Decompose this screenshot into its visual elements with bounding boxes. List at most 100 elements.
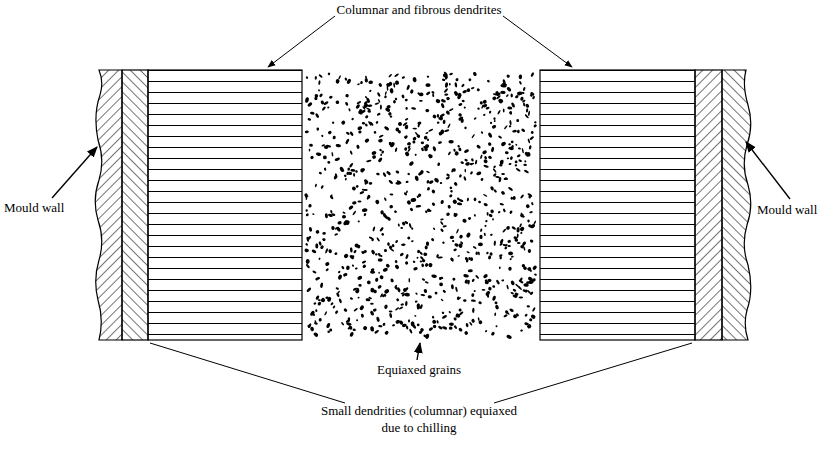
grain-dot <box>348 205 354 211</box>
grain-dot <box>509 120 512 125</box>
grain-dot <box>319 318 322 322</box>
grain-dot <box>490 209 495 214</box>
grain-dot <box>408 223 412 229</box>
grain-dot <box>521 148 524 154</box>
grain-dot <box>502 228 507 233</box>
leader-line <box>150 343 345 403</box>
grain-dot <box>531 131 534 134</box>
grain-dot <box>427 75 430 78</box>
grain-dot <box>495 325 497 327</box>
grain-dot <box>399 306 404 310</box>
grain-dot <box>312 270 317 274</box>
grain-dot <box>440 228 444 232</box>
grain-dot <box>487 279 491 282</box>
grain-dot <box>326 322 331 328</box>
grain-dot <box>372 289 377 293</box>
grain-dot <box>365 115 369 119</box>
grain-dot <box>335 79 339 84</box>
grain-dot <box>331 213 336 217</box>
grain-dot <box>443 88 448 94</box>
grain-dot <box>448 140 454 144</box>
grain-dot <box>305 209 308 212</box>
grain-dot <box>376 237 380 242</box>
grain-dot <box>380 104 382 109</box>
grain-dot <box>421 259 425 263</box>
grain-dot <box>363 179 369 185</box>
grain-dot <box>456 94 461 100</box>
grain-dot <box>442 289 446 293</box>
grain-dot <box>327 130 332 135</box>
grain-dot <box>343 174 346 177</box>
grain-dot <box>498 98 504 104</box>
grain-dot <box>329 195 334 200</box>
grain-dot <box>366 196 370 201</box>
grain-dot <box>308 204 312 208</box>
grain-dot <box>371 151 376 156</box>
grain-dot <box>519 81 523 85</box>
grain-dot <box>305 195 309 198</box>
grain-dot <box>492 285 496 288</box>
grain-dot <box>455 287 458 293</box>
grain-dot <box>523 246 526 251</box>
grain-dot <box>453 182 458 187</box>
grain-dot <box>350 169 355 172</box>
grain-dot <box>473 71 478 76</box>
grain-dot <box>389 247 395 252</box>
grain-dot <box>312 213 315 215</box>
grain-dot <box>395 147 398 152</box>
grain-dot <box>462 218 467 223</box>
grain-dot <box>476 88 480 92</box>
grain-dot <box>412 77 417 83</box>
grain-dot <box>400 227 403 229</box>
grain-dot <box>353 173 355 177</box>
grain-dot <box>345 319 350 323</box>
grain-dot <box>307 323 311 329</box>
grain-dot <box>482 149 488 154</box>
grain-dot <box>335 226 341 232</box>
grain-dot <box>380 153 383 156</box>
grain-dot <box>520 194 525 199</box>
grain-dot <box>395 239 399 243</box>
grain-dot <box>445 77 448 80</box>
grain-dot <box>442 78 446 81</box>
grain-dot <box>351 117 354 120</box>
grain-dot <box>315 113 320 119</box>
grain-dot <box>388 73 392 77</box>
grain-dot <box>413 267 418 271</box>
grain-dot <box>323 101 329 106</box>
grain-dot <box>527 138 530 143</box>
grain-dot <box>449 108 454 112</box>
grain-dot <box>335 144 341 148</box>
grain-dot <box>324 311 328 316</box>
grain-dot <box>525 204 530 209</box>
grain-dot <box>389 205 393 209</box>
grain-dot <box>456 228 460 233</box>
grain-dot <box>376 316 381 322</box>
grain-dot <box>409 328 413 334</box>
grain-dot <box>387 171 391 176</box>
grain-dot <box>433 177 439 183</box>
grain-dot <box>313 332 319 338</box>
grain-dot <box>307 118 311 122</box>
grain-dot <box>428 263 432 267</box>
grain-dot <box>304 248 309 252</box>
grain-dot <box>431 91 435 95</box>
grain-dot <box>521 128 526 133</box>
grain-dot <box>488 155 493 159</box>
grain-dot <box>515 313 519 317</box>
grain-dot <box>512 130 517 133</box>
grain-dot <box>511 255 514 258</box>
grain-dot <box>478 242 483 246</box>
grain-dot <box>524 114 529 119</box>
grain-dot <box>473 117 476 120</box>
grain-dot <box>491 147 495 153</box>
grain-dot <box>353 249 357 253</box>
grain-dot <box>485 330 488 333</box>
grain-dot <box>441 130 444 134</box>
grain-dot <box>486 293 489 298</box>
grain-dot <box>352 264 355 267</box>
grain-dot <box>428 327 433 332</box>
grain-dot <box>518 92 523 95</box>
grain-dot <box>382 322 386 326</box>
grain-dot <box>524 322 529 326</box>
